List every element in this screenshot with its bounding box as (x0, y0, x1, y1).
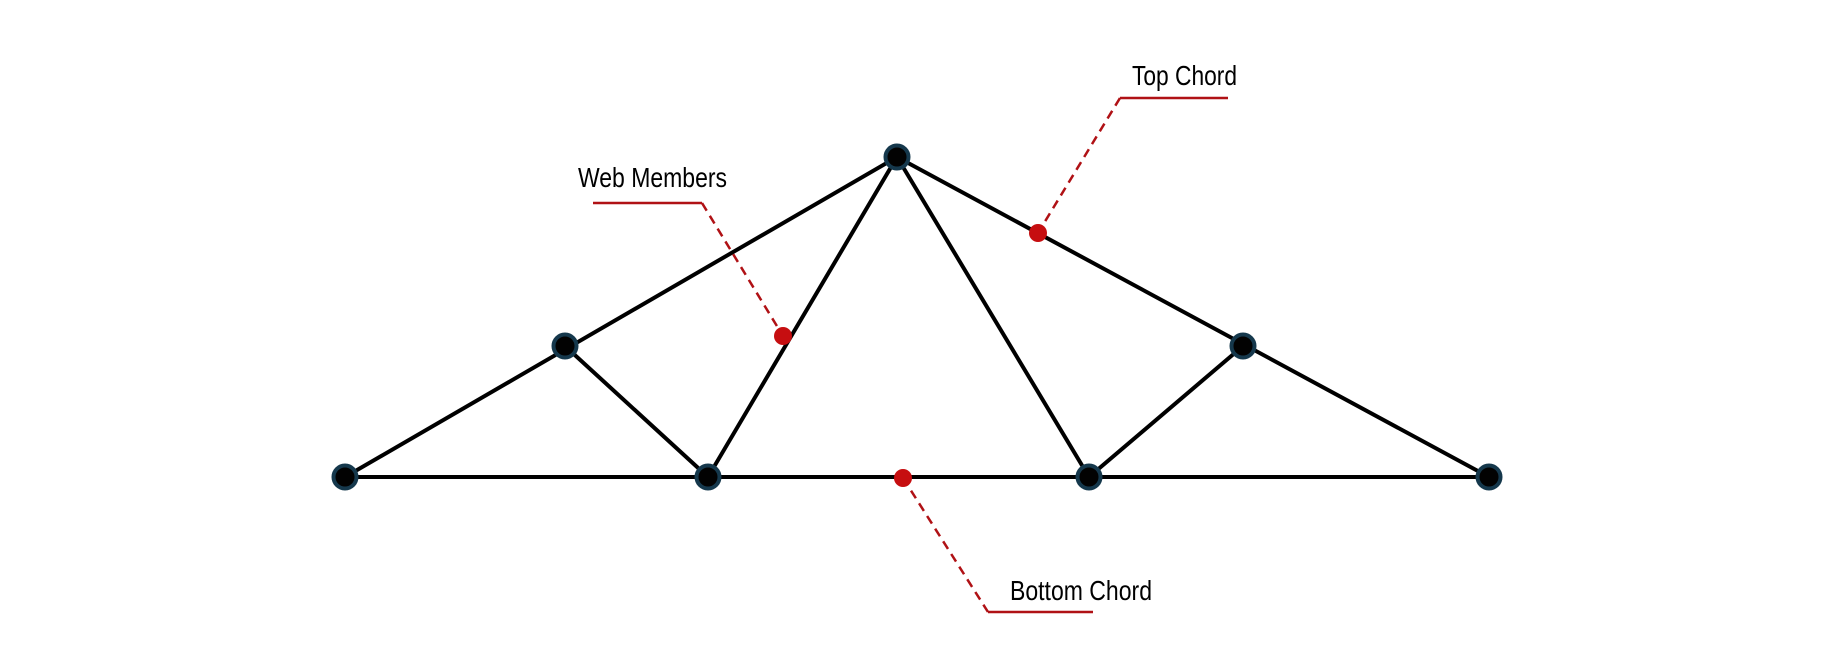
truss-member-top-chord-right (895, 155, 1491, 479)
truss-member-top-chord-left (343, 155, 899, 479)
joint-node-left-top-panel (551, 332, 579, 360)
joint-node-right-top-panel (1229, 332, 1257, 360)
truss-member-web-left-inner (706, 155, 899, 479)
truss-member-web-right-inner (895, 155, 1091, 479)
marker-dot-top-chord (1029, 224, 1047, 242)
label-web-members: Web Members (578, 162, 727, 193)
joint-node-bottom-left-panel (694, 463, 722, 491)
label-bottom-chord: Bottom Chord (1010, 575, 1152, 606)
truss-member-web-right-outer (1087, 344, 1245, 479)
label-top-chord: Top Chord (1132, 60, 1237, 91)
joint-node-apex (883, 143, 911, 171)
leader-line-web-members (700, 202, 785, 337)
marker-dot-bottom-chord (894, 469, 912, 487)
leader-line-top-chord (1036, 97, 1122, 234)
joint-node-bottom-right-panel (1075, 463, 1103, 491)
joint-node-left-support (331, 463, 359, 491)
joint-node-right-support (1475, 463, 1503, 491)
marker-dot-web-members (774, 327, 792, 345)
truss-member-web-left-outer (563, 344, 710, 479)
leader-line-bottom-chord (901, 477, 990, 613)
